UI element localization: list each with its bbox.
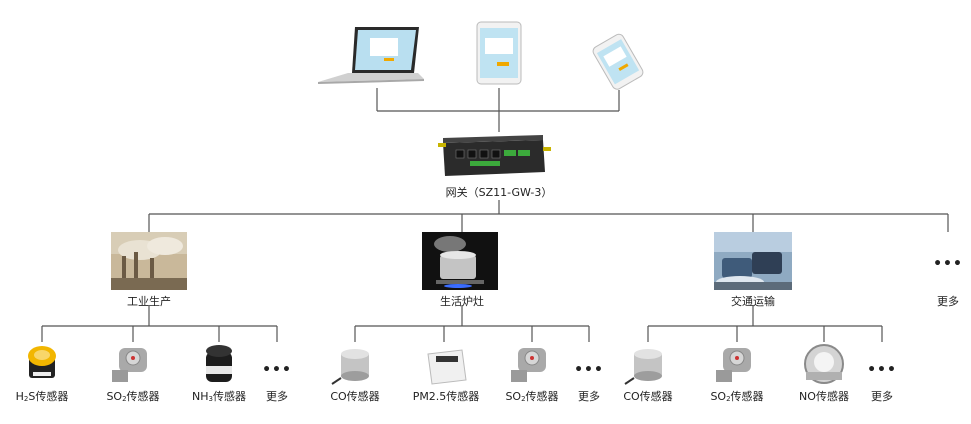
category-label-transport: 交通运输 — [731, 295, 775, 308]
traffic-transport-image — [714, 232, 792, 290]
sensor-label-more: 更多 — [266, 390, 288, 403]
h2s-sensor-icon — [28, 346, 56, 378]
more-dots-icon: ••• — [574, 362, 604, 378]
sensor-label: NO传感器 — [799, 390, 849, 403]
more-dots-icon: ••• — [262, 362, 292, 378]
nh3-sensor-icon — [206, 345, 232, 382]
category-label-more: 更多 — [937, 295, 959, 308]
sensor-label: CO传感器 — [330, 390, 380, 403]
sensor-label: PM2.5传感器 — [412, 390, 480, 403]
sensor-label-more: 更多 — [578, 390, 600, 403]
gateway-label: 网关（SZ11-GW-3） — [445, 186, 553, 199]
cooking-stove-image — [422, 232, 498, 290]
no-sensor-icon — [804, 344, 844, 384]
co-sensor-icon — [624, 349, 662, 385]
so2-sensor-icon — [511, 348, 546, 382]
sensor-label: SO2传感器 — [710, 390, 764, 403]
sensor-label: NH3传感器 — [192, 390, 246, 403]
sensor-label-more: 更多 — [871, 390, 893, 403]
more-dots-icon: ••• — [933, 256, 963, 272]
industrial-production-image — [111, 232, 187, 290]
category-label-cooking: 生活炉灶 — [440, 295, 484, 308]
sensor-label: SO2传感器 — [505, 390, 559, 403]
phone-icon — [592, 33, 644, 90]
gateway-device-icon — [438, 135, 551, 176]
tablet-icon — [476, 21, 522, 85]
pm25-sensor-icon — [427, 349, 467, 385]
so2-sensor-icon — [716, 348, 751, 382]
sensor-label: CO传感器 — [623, 390, 673, 403]
sensor-label: SO2传感器 — [106, 390, 160, 403]
so2-sensor-icon — [112, 348, 147, 382]
category-label-industrial: 工业生产 — [127, 295, 171, 308]
laptop-icon — [318, 27, 424, 84]
more-dots-icon: ••• — [867, 362, 897, 378]
co-sensor-icon — [331, 349, 369, 385]
sensor-label: H2S传感器 — [15, 390, 69, 403]
